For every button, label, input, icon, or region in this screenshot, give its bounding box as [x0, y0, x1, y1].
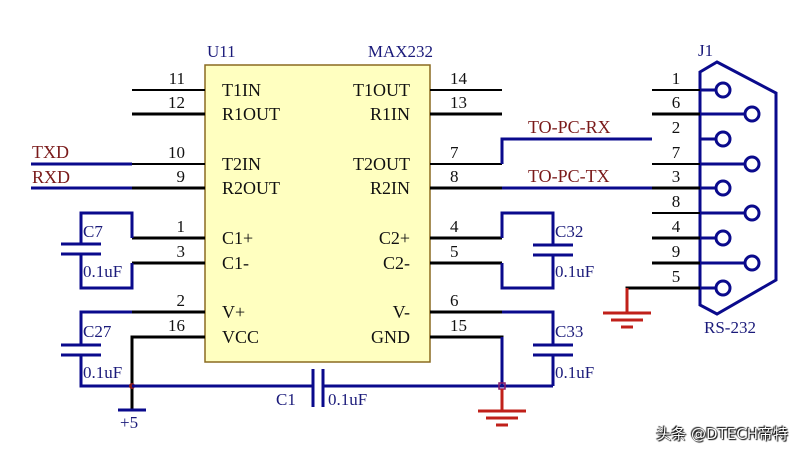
c32-value: 0.1uF — [555, 262, 594, 281]
c33-ref: C33 — [555, 322, 583, 341]
ic-ref-label: U11 — [207, 42, 236, 61]
c7-value: 0.1uF — [83, 262, 122, 281]
ic-part-label: MAX232 — [368, 42, 433, 61]
watermark: 头条 @DTECH帝特 — [656, 425, 788, 443]
j1-pin-4-contact — [714, 229, 732, 247]
pin-r2in-name: R2IN — [370, 178, 410, 198]
j1-pin-7-contact — [743, 155, 761, 173]
to-pc-rx-wire — [500, 137, 652, 164]
pin-9-num: 9 — [177, 167, 186, 186]
pin-16-num: 16 — [168, 316, 185, 335]
pin-6-num: 6 — [450, 291, 459, 310]
pin-1-num: 1 — [177, 217, 186, 236]
txd-label: TXD — [32, 142, 69, 162]
j1-pin-9-contact — [743, 254, 761, 272]
c7-wire — [79, 211, 134, 244]
to-pc-rx-label: TO-PC-RX — [528, 117, 611, 137]
to-pc-tx-label: TO-PC-TX — [528, 166, 610, 186]
j1-pin-8-num: 8 — [672, 192, 681, 211]
pin-vplus-name: V+ — [222, 302, 245, 322]
pin-c2plus-name: C2+ — [379, 228, 410, 248]
pin-14-num: 14 — [450, 69, 468, 88]
j1-pin-4-num: 4 — [672, 217, 681, 236]
to-pc-nets: TO-PC-RX TO-PC-TX — [500, 117, 652, 190]
c32-wire — [500, 211, 555, 245]
capacitor-c33: C33 0.1uF — [502, 310, 594, 386]
pin-t2in-name: T2IN — [222, 154, 261, 174]
pin-vcc-name: VCC — [222, 327, 259, 347]
j1-pin-1-contact — [714, 81, 732, 99]
c27-wire-bottom — [79, 355, 132, 388]
j1-ref: J1 — [698, 41, 713, 60]
power-label: +5 — [120, 413, 138, 432]
j1-pin-3-num: 3 — [672, 167, 681, 186]
j1-pin-1-num: 1 — [672, 69, 681, 88]
pin-3-num: 3 — [177, 242, 186, 261]
c27-wire — [79, 310, 132, 345]
pin-5-num: 5 — [450, 242, 459, 261]
pin-vminus-name: V- — [393, 302, 410, 322]
vcc-wire — [130, 335, 205, 410]
txd-rxd-nets: TXD RXD — [31, 142, 132, 190]
c32-ref: C32 — [555, 222, 583, 241]
j1-pin-9-num: 9 — [672, 242, 681, 261]
pin-7-num: 7 — [450, 143, 459, 162]
c27-value: 0.1uF — [83, 363, 122, 382]
ic-ground — [430, 335, 526, 427]
pin-gnd-name: GND — [371, 327, 410, 347]
c27-ref: C27 — [83, 322, 112, 341]
pin-11-num: 11 — [169, 69, 185, 88]
pin-2-num: 2 — [177, 291, 186, 310]
j1-pin-2-num: 2 — [672, 118, 681, 137]
pin-r2out-name: R2OUT — [222, 178, 280, 198]
pin-8-num: 8 — [450, 167, 459, 186]
pin-t1in-name: T1IN — [222, 80, 261, 100]
pin-c2minus-name: C2- — [383, 253, 410, 273]
j1-pin-6-num: 6 — [672, 93, 681, 112]
j1-type-label: RS-232 — [704, 318, 756, 337]
pin-c1minus-name: C1- — [222, 253, 249, 273]
c7-wire-bottom — [79, 254, 134, 290]
ic-right-pins: 14 T1OUT 13 R1IN 7 T2OUT 8 R2IN 4 C2+ 5 … — [353, 69, 502, 347]
j1-pin-2-contact — [714, 130, 732, 148]
c33-value: 0.1uF — [555, 363, 594, 382]
c1-value: 0.1uF — [328, 390, 367, 409]
c1-ref: C1 — [276, 390, 296, 409]
capacitor-c27: C27 0.1uF — [61, 310, 132, 388]
c33-wire — [502, 310, 555, 345]
pin-r1in-name: R1IN — [370, 104, 410, 124]
capacitor-c32: C32 0.1uF — [500, 211, 594, 290]
j1-pin-7-num: 7 — [672, 143, 681, 162]
ic-left-pins: 11 T1IN 12 R1OUT 10 T2IN 9 R2OUT 1 C1+ 3… — [132, 69, 280, 347]
pin-15-num: 15 — [450, 316, 467, 335]
capacitor-c1: C1 0.1uF — [132, 369, 553, 409]
pin-r1out-name: R1OUT — [222, 104, 280, 124]
c7-ref: C7 — [83, 222, 103, 241]
rxd-label: RXD — [32, 167, 70, 187]
j1-pin-5-num: 5 — [672, 267, 681, 286]
j1-pin-3-contact — [714, 179, 732, 197]
pin-10-num: 10 — [168, 143, 185, 162]
j1-pin-8-contact — [743, 204, 761, 222]
j1-pin-5-contact — [714, 279, 732, 297]
pin-4-num: 4 — [450, 217, 459, 236]
j1-pin-5-line — [625, 286, 700, 312]
connector-ground — [603, 288, 651, 329]
capacitor-c7: C7 0.1uF — [61, 211, 134, 290]
ic-body — [204, 64, 431, 363]
pin-12-num: 12 — [168, 93, 185, 112]
c32-wire-bottom — [500, 255, 555, 290]
j1-pin-6-contact — [743, 105, 761, 123]
gnd-wire — [430, 335, 504, 386]
pin-t2out-name: T2OUT — [353, 154, 410, 174]
pin-13-num: 13 — [450, 93, 467, 112]
pin-c1plus-name: C1+ — [222, 228, 253, 248]
pin-t1out-name: T1OUT — [353, 80, 410, 100]
db9-shell — [698, 60, 778, 316]
